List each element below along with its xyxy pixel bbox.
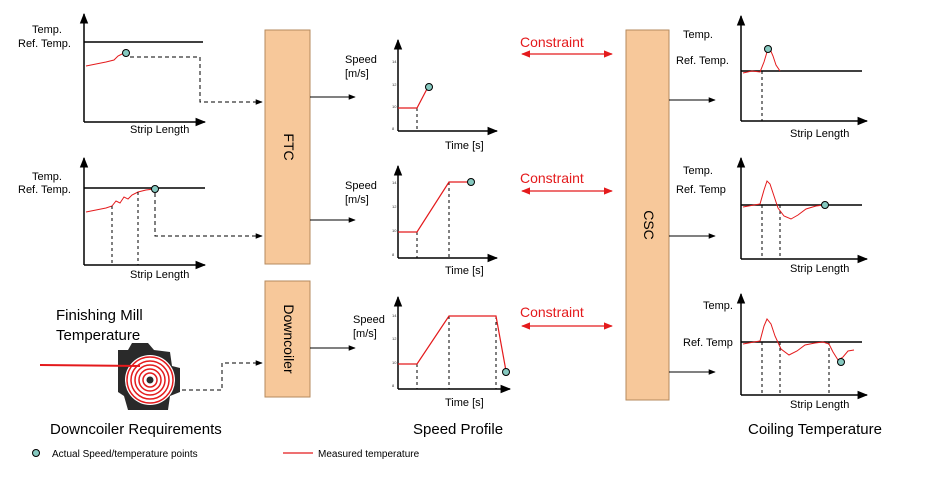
speed-profile-line [398,315,507,372]
tick-12: 12 [392,82,397,87]
actual-point-marker [764,45,772,53]
coiling-plot-1: Temp. Ref. Temp. Strip Length [676,14,869,140]
dashed-link [182,360,263,391]
y-label-ref-temp: Ref. Temp [683,337,733,349]
x-label-strip-length: Strip Length [130,269,189,281]
coiling-plot-2: Temp. Ref. Temp Strip Length [676,156,869,275]
csc-label: CSC [641,210,657,240]
x-label-strip-length: Strip Length [790,399,849,411]
downcoiler-block: Downcoiler [264,280,311,398]
tick-8: 8 [392,383,395,388]
constraint-label-2: Constraint [520,170,584,186]
constraint-1: Constraint [520,34,613,58]
legend: Actual Speed/temperature points Measured… [32,449,420,460]
x-label-strip-length: Strip Length [790,263,849,275]
x-label-strip-length: Strip Length [130,124,189,136]
y-label-ref-temp: Ref. Temp. [676,55,729,67]
speed-plot-2: 14 12 10 8 Speed [m/s] Time [s] [345,164,499,277]
constraint-2: Constraint [520,170,613,195]
tick-12: 12 [392,336,397,341]
tick-12: 12 [392,204,397,209]
speed-plot-1: 14 12 10 8 Speed [m/s] Time [s] [345,38,499,152]
speed-section-title: Speed Profile [413,421,503,438]
measured-temp-curve [85,188,155,213]
measured-temp-curve [742,318,855,361]
coiling-plot-3: Temp. Ref. Temp Strip Length Coiling Tem… [683,292,882,438]
actual-point-marker [837,358,845,366]
y-label-speed: Speed [345,54,377,66]
y-label-unit: [m/s] [353,328,377,340]
actual-point-marker [425,83,433,91]
legend-point-label: Actual Speed/temperature points [52,449,198,460]
legend-point-marker [32,449,40,457]
x-label-strip-length: Strip Length [790,128,849,140]
csc-block: CSC [625,29,670,401]
ftc-block: FTC [264,29,311,265]
tick-10: 10 [392,228,397,233]
constraint-label-1: Constraint [520,34,584,50]
measured-temp-curve [742,180,825,220]
y-label-speed: Speed [345,180,377,192]
dashed-link [154,193,263,239]
ftc-label: FTC [281,133,297,160]
finishing-mill-section: Finishing Mill Temperature Downcoiler Re… [39,307,263,438]
x-label-time: Time [s] [445,140,484,152]
tick-10: 10 [392,360,397,365]
tick-14: 14 [392,313,397,318]
speed-profile-line [398,181,470,233]
y-label-ref-temp: Ref. Temp. [18,184,71,196]
y-label-unit: [m/s] [345,194,369,206]
x-label-time: Time [s] [445,265,484,277]
tick-14: 14 [392,59,397,64]
left-top-temp-plot: Temp. Ref. Temp. Strip Length [18,12,263,136]
y-label-ref-temp: Ref. Temp. [18,38,71,50]
y-label-temp: Temp. [683,29,713,41]
y-label-ref-temp: Ref. Temp [676,184,726,196]
y-label-temp: Temp. [32,171,62,183]
tick-10: 10 [392,104,397,109]
tick-8: 8 [392,126,395,131]
left-mid-temp-plot: Temp. Ref. Temp. Strip Length [18,156,263,281]
tick-14: 14 [392,180,397,185]
measured-temp-curve [742,48,781,74]
speed-profile-line [398,86,429,109]
tick-8: 8 [392,252,395,257]
x-label-time: Time [s] [445,397,484,409]
legend-line-label: Measured temperature [318,449,420,460]
dashed-link [130,56,263,105]
actual-point-marker [122,49,130,57]
constraint-label-3: Constraint [520,304,584,320]
y-label-temp: Temp. [32,24,62,36]
left-section-title: Downcoiler Requirements [50,421,222,438]
coiling-section-title: Coiling Temperature [748,421,882,438]
actual-point-marker [821,201,829,209]
mill-title-line-2: Temperature [56,327,140,344]
downcoiler-label: Downcoiler [281,304,297,374]
y-label-temp: Temp. [703,300,733,312]
y-label-speed: Speed [353,314,385,326]
downcoiler-machine-illustration [39,343,180,410]
y-label-unit: [m/s] [345,68,369,80]
actual-point-marker [151,185,159,193]
y-label-temp: Temp. [683,165,713,177]
mill-title-line-1: Finishing Mill [56,307,143,324]
measured-temp-curve [85,52,127,67]
actual-point-marker [467,178,475,186]
constraint-3: Constraint [520,304,613,330]
speed-plot-3: 14 12 10 8 Speed [m/s] Time [s] Speed Pr… [353,295,512,438]
actual-point-marker [502,368,510,376]
